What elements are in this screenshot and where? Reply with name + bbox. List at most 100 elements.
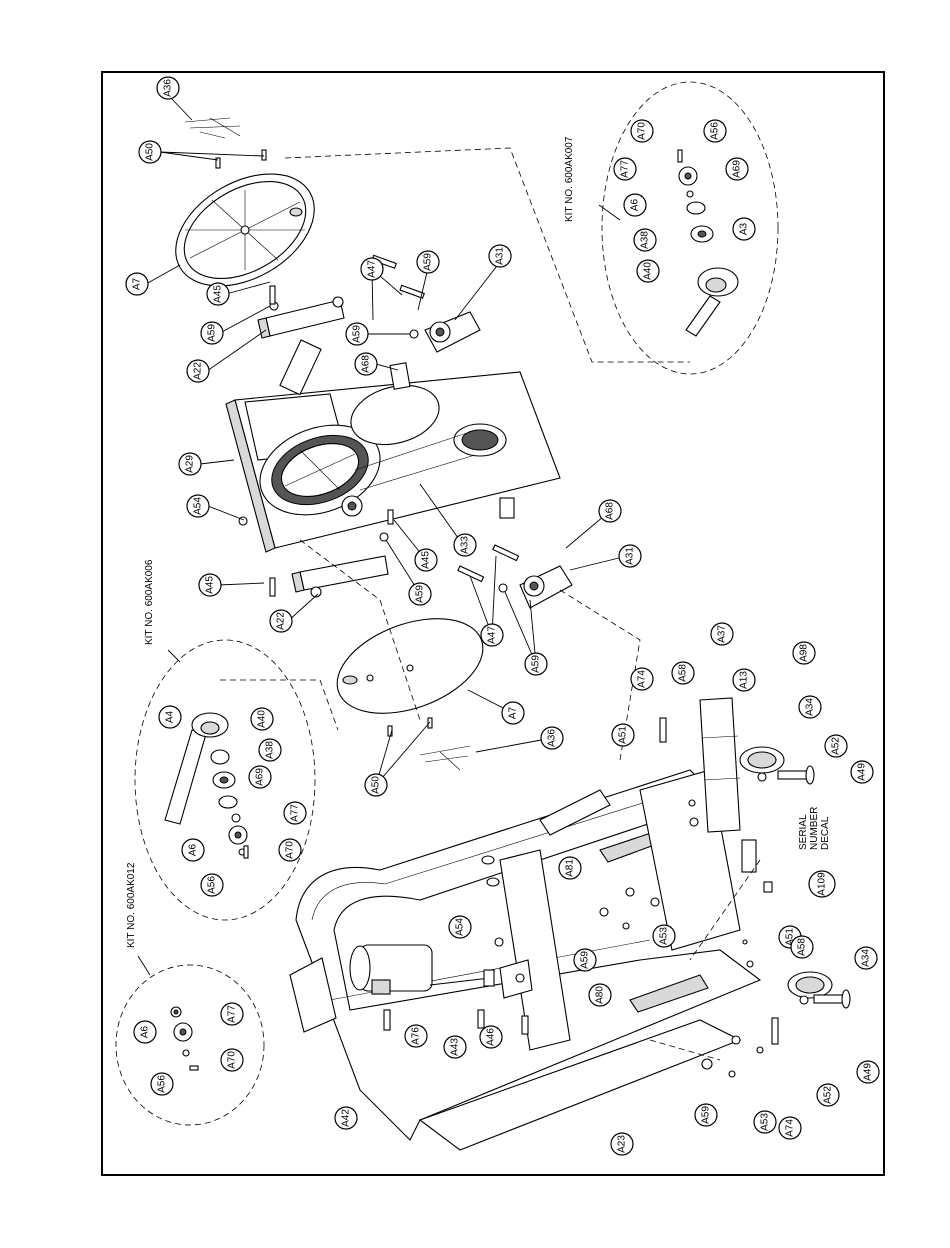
callout-a59-b: A59 bbox=[416, 250, 440, 274]
callout-label: A50 bbox=[145, 143, 156, 161]
callout-a33: A33 bbox=[453, 533, 477, 557]
callout-label: A47 bbox=[487, 626, 498, 644]
bearing-upper bbox=[389, 311, 481, 390]
callout-k12-a70: A70 bbox=[220, 1048, 244, 1072]
callout-k12-a56: A56 bbox=[150, 1072, 174, 1096]
callout-label: A59 bbox=[415, 585, 426, 603]
callout-a34-low: A34 bbox=[854, 946, 878, 970]
callout-a36-mid: A36 bbox=[540, 726, 564, 750]
callout-label: A29 bbox=[185, 455, 196, 473]
callout-a50-mid: A50 bbox=[364, 773, 388, 797]
callout-k6-a40: A40 bbox=[250, 707, 274, 731]
serial-decal-label-2: NUMBER bbox=[809, 807, 820, 850]
serial-decal-label-1: SERIAL bbox=[798, 814, 809, 850]
callout-k12-a77: A77 bbox=[220, 1002, 244, 1026]
callout-a49-top: A49 bbox=[850, 760, 874, 784]
callout-label: A80 bbox=[595, 986, 606, 1004]
callout-a76: A76 bbox=[404, 1024, 428, 1048]
callout-k7-a70: A70 bbox=[630, 119, 654, 143]
callout-a52-top: A52 bbox=[824, 734, 848, 758]
callout-a68-mid: A68 bbox=[598, 499, 622, 523]
drive-frame bbox=[225, 339, 561, 553]
callout-label: A45 bbox=[421, 551, 432, 569]
foot-leveler-lower bbox=[787, 971, 851, 1009]
callout-k6-a38: A38 bbox=[258, 738, 282, 762]
callout-label: A13 bbox=[739, 671, 750, 689]
callout-label: A77 bbox=[290, 804, 301, 822]
callout-label: A98 bbox=[799, 644, 810, 662]
callout-a45-b: A45 bbox=[414, 548, 438, 572]
callout-a59-e: A59 bbox=[573, 948, 597, 972]
callout-label: A34 bbox=[805, 698, 816, 716]
callout-label: A42 bbox=[341, 1109, 352, 1127]
callout-a59-c: A59 bbox=[345, 322, 369, 346]
callout-a58-top: A58 bbox=[671, 661, 695, 685]
callout-label: A6 bbox=[630, 198, 641, 211]
callout-label: A22 bbox=[193, 362, 204, 380]
callout-label: A56 bbox=[207, 876, 218, 894]
callout-a43: A43 bbox=[443, 1035, 467, 1059]
callout-a36-top: A36 bbox=[156, 76, 180, 100]
callout-label: A74 bbox=[785, 1119, 796, 1137]
callout-a52-low: A52 bbox=[816, 1083, 840, 1107]
callout-label: A36 bbox=[547, 729, 558, 747]
callout-label: A22 bbox=[276, 612, 287, 630]
kit-012-outline bbox=[115, 964, 265, 1126]
callout-k6-a77: A77 bbox=[283, 801, 307, 825]
callout-a31-top: A31 bbox=[488, 244, 512, 268]
kit-006-parts bbox=[164, 712, 249, 859]
callout-label: A70 bbox=[285, 841, 296, 859]
callout-a50-top: A50 bbox=[138, 140, 162, 164]
callout-a31-mid: A31 bbox=[618, 544, 642, 568]
callout-a37: A37 bbox=[710, 622, 734, 646]
callout-a80: A80 bbox=[588, 983, 612, 1007]
callout-label: A58 bbox=[797, 938, 808, 956]
callout-label: A6 bbox=[188, 843, 199, 856]
callout-label: A68 bbox=[605, 502, 616, 520]
callout-a7-mid: A7 bbox=[501, 701, 525, 725]
kit-006-outline bbox=[134, 639, 316, 921]
callout-k6-a56: A56 bbox=[200, 873, 224, 897]
callout-k7-a38: A38 bbox=[633, 228, 657, 252]
callout-a45-top: A45 bbox=[206, 282, 230, 306]
callout-label: A51 bbox=[618, 726, 629, 744]
callout-label: A59 bbox=[207, 324, 218, 342]
callout-label: A70 bbox=[227, 1051, 238, 1069]
callout-a54-low: A54 bbox=[448, 915, 472, 939]
kit-012-parts bbox=[170, 1006, 199, 1071]
callout-label: A45 bbox=[205, 576, 216, 594]
callout-label: A4 bbox=[165, 710, 176, 723]
bracket-a43 bbox=[477, 959, 533, 1035]
callout-label: A77 bbox=[227, 1005, 238, 1023]
flywheel-lower bbox=[336, 618, 484, 714]
callout-k7-a40: A40 bbox=[636, 259, 660, 283]
callout-label: A7 bbox=[132, 277, 143, 290]
crank-arm-upper bbox=[257, 296, 345, 339]
callout-label: A81 bbox=[565, 859, 576, 877]
kit-006-label: KIT NO. 600AK006 bbox=[144, 559, 155, 645]
motor-assembly bbox=[349, 944, 495, 1031]
callout-label: A49 bbox=[857, 763, 868, 781]
callout-label: A53 bbox=[659, 927, 670, 945]
callout-k6-a4: A4 bbox=[158, 705, 182, 729]
callout-label: A31 bbox=[495, 247, 506, 265]
end-cap-right bbox=[699, 697, 757, 873]
callout-a45-mid: A45 bbox=[198, 573, 222, 597]
callout-label: A59 bbox=[423, 253, 434, 271]
kit-007-outline bbox=[601, 81, 779, 375]
callout-k7-a6: A6 bbox=[623, 193, 647, 217]
callout-a13: A13 bbox=[732, 668, 756, 692]
callout-label: A23 bbox=[617, 1135, 628, 1153]
callout-k12-a6: A6 bbox=[133, 1020, 157, 1044]
callout-k7-a77: A77 bbox=[613, 157, 637, 181]
callout-a109: A109 bbox=[808, 870, 836, 898]
callout-label: A36 bbox=[163, 79, 174, 97]
callout-label: A54 bbox=[193, 497, 204, 515]
callout-a47-top: A47 bbox=[360, 257, 384, 281]
callout-label: A50 bbox=[371, 776, 382, 794]
callout-a23: A23 bbox=[610, 1132, 634, 1156]
balance-weight-upper bbox=[184, 117, 241, 139]
callout-label: A6 bbox=[140, 1025, 151, 1038]
callout-a58-low: A58 bbox=[790, 935, 814, 959]
serial-decal-label-3: DECAL bbox=[820, 816, 831, 850]
